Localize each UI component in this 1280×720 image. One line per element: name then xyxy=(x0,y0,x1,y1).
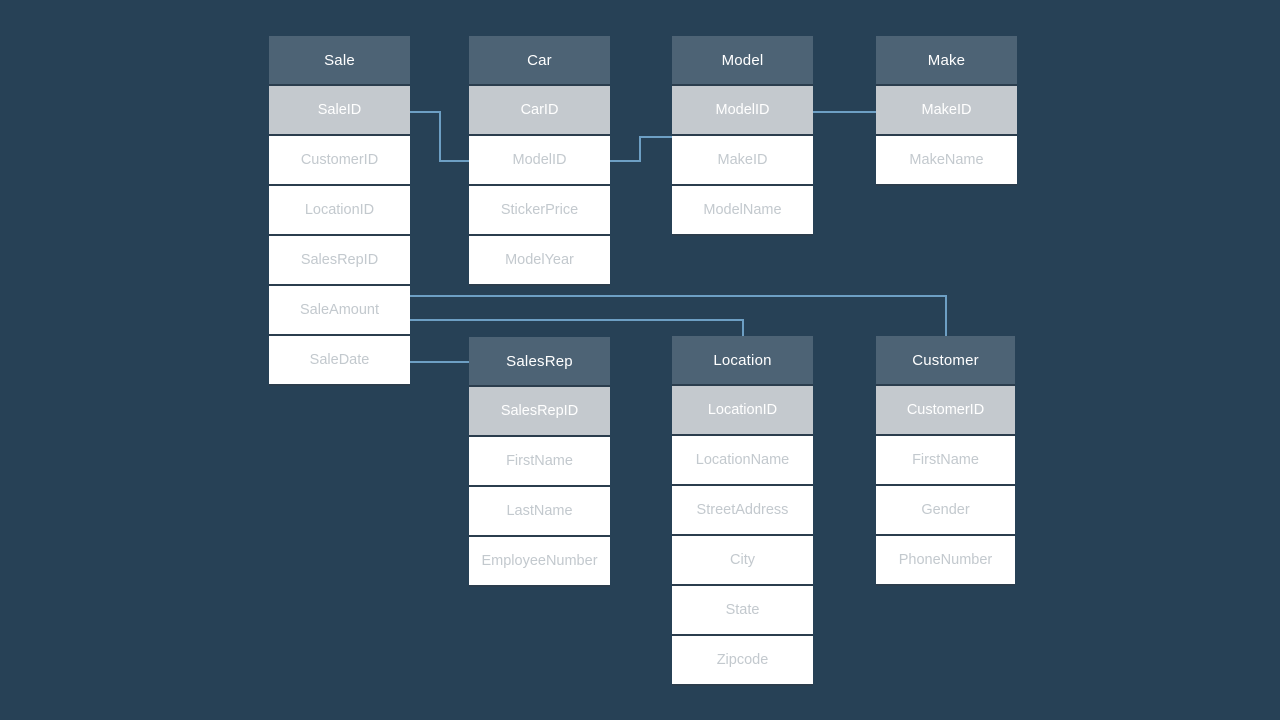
entity-title-model: Model xyxy=(672,36,813,86)
primary-key-field[interactable]: SalesRepID xyxy=(469,387,610,437)
entity-field[interactable]: EmployeeNumber xyxy=(469,537,610,587)
entity-field[interactable]: MakeID xyxy=(672,136,813,186)
entity-field[interactable]: StickerPrice xyxy=(469,186,610,236)
entity-field[interactable]: LocationName xyxy=(672,436,813,486)
entity-field[interactable]: CustomerID xyxy=(269,136,410,186)
entity-field[interactable]: City xyxy=(672,536,813,586)
entity-field[interactable]: Zipcode xyxy=(672,636,813,686)
entity-title-customer: Customer xyxy=(876,336,1015,386)
relationship-car-to-model xyxy=(610,136,672,162)
entity-field[interactable]: ModelYear xyxy=(469,236,610,286)
entity-field[interactable]: StreetAddress xyxy=(672,486,813,536)
relationship-sale-to-car xyxy=(410,111,470,162)
entity-field[interactable]: FirstName xyxy=(876,436,1015,486)
primary-key-field[interactable]: LocationID xyxy=(672,386,813,436)
primary-key-field[interactable]: MakeID xyxy=(876,86,1017,136)
entity-title-car: Car xyxy=(469,36,610,86)
entity-title-salesrep: SalesRep xyxy=(469,337,610,387)
entity-field[interactable]: ModelID xyxy=(469,136,610,186)
relationship-sale-to-customer xyxy=(410,295,947,338)
entity-field[interactable]: Gender xyxy=(876,486,1015,536)
entity-field[interactable]: State xyxy=(672,586,813,636)
entity-field[interactable]: PhoneNumber xyxy=(876,536,1015,586)
entity-title-make: Make xyxy=(876,36,1017,86)
primary-key-field[interactable]: CarID xyxy=(469,86,610,136)
entity-title-sale: Sale xyxy=(269,36,410,86)
primary-key-field[interactable]: CustomerID xyxy=(876,386,1015,436)
entity-field[interactable]: LocationID xyxy=(269,186,410,236)
entity-field[interactable]: FirstName xyxy=(469,437,610,487)
entity-field[interactable]: MakeName xyxy=(876,136,1017,186)
entity-field[interactable]: ModelName xyxy=(672,186,813,236)
entity-title-location: Location xyxy=(672,336,813,386)
primary-key-field[interactable]: ModelID xyxy=(672,86,813,136)
entity-field[interactable]: SalesRepID xyxy=(269,236,410,286)
entity-field[interactable]: SaleDate xyxy=(269,336,410,386)
entity-field[interactable]: SaleAmount xyxy=(269,286,410,336)
entity-field[interactable]: LastName xyxy=(469,487,610,537)
primary-key-field[interactable]: SaleID xyxy=(269,86,410,136)
